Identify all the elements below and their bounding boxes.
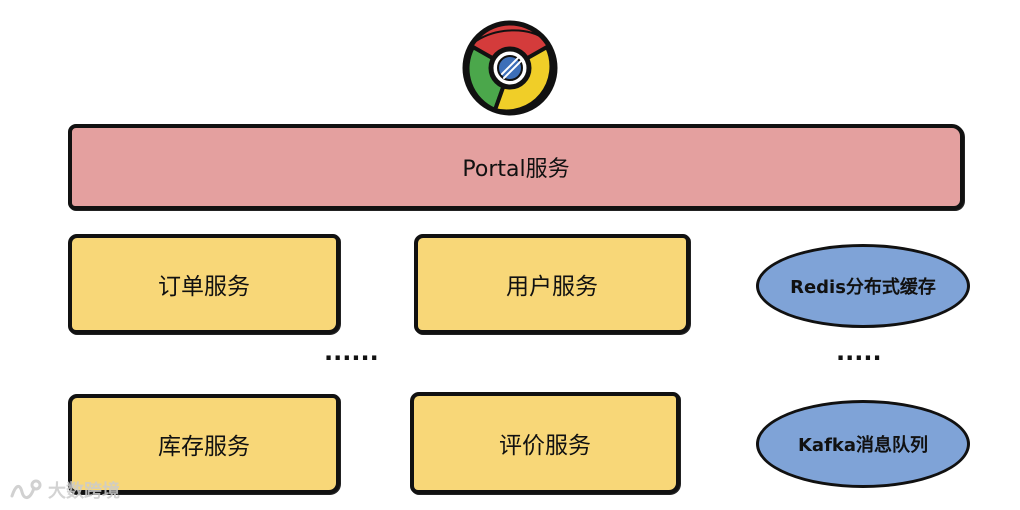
- infrastructure-ellipsis: .....: [836, 338, 882, 366]
- user-service: 用户服务: [414, 234, 690, 334]
- watermark-text: 大数跨境: [48, 481, 120, 502]
- kafka-message-queue: Kafka消息队列: [756, 400, 970, 488]
- order-service: 订单服务: [68, 234, 340, 334]
- inventory-service-label: 库存服务: [158, 434, 250, 460]
- chrome-icon: [462, 20, 558, 116]
- review-service: 评价服务: [410, 392, 680, 494]
- order-service-label: 订单服务: [158, 274, 250, 300]
- redis-cache-label: Redis分布式缓存: [790, 277, 936, 298]
- review-service-label: 评价服务: [499, 433, 591, 459]
- kafka-message-queue-label: Kafka消息队列: [797, 435, 929, 456]
- portal-service: Portal服务: [68, 124, 964, 210]
- inventory-service: 库存服务: [68, 394, 340, 494]
- user-service-label: 用户服务: [506, 274, 598, 300]
- watermark: 大数跨境: [8, 476, 138, 504]
- watermark-icon: [10, 479, 42, 499]
- portal-service-label: Portal服务: [462, 157, 570, 182]
- redis-cache: Redis分布式缓存: [756, 244, 970, 328]
- service-ellipsis: ......: [324, 338, 379, 366]
